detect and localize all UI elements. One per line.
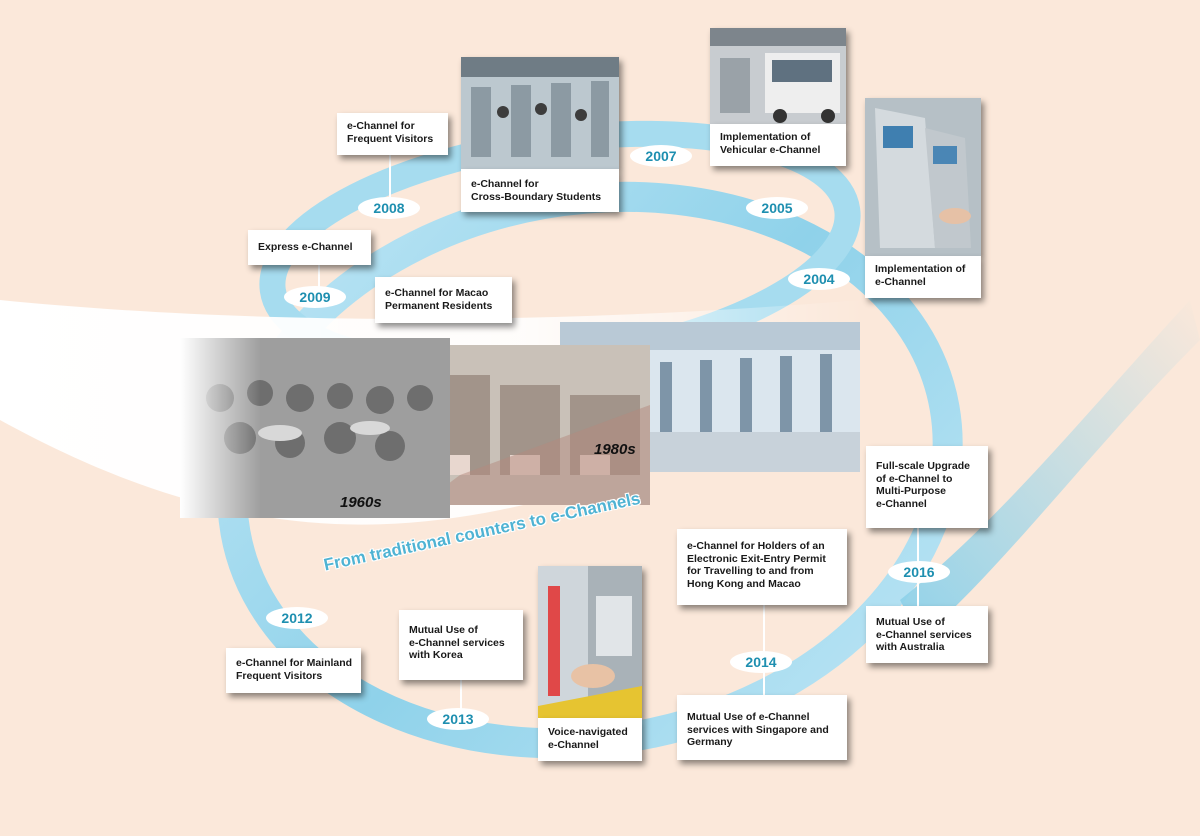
milestone-express: Express e-Channel	[248, 230, 371, 265]
milestone-text: Mutual Use of e-Channel services with Si…	[687, 711, 829, 748]
era-label-1980s: 1980s	[594, 441, 636, 458]
kiosk-photo	[865, 98, 981, 256]
milestone-text: e-Channel for Cross-Boundary Students	[471, 178, 602, 203]
milestone-text: Full-scale Upgrade of e-Channel to Multi…	[876, 460, 970, 510]
milestone-macao: e-Channel for Macao Permanent Residents	[375, 277, 512, 323]
milestone-implementation: Implementation of e-Channel	[865, 256, 981, 298]
year-badge-2013: 2013	[427, 708, 489, 730]
milestone-upgrade: Full-scale Upgrade of e-Channel to Multi…	[866, 446, 988, 528]
era-label-1960s: 1960s	[340, 494, 382, 511]
connector-2008	[389, 155, 391, 197]
milestone-text: Mutual Use of e-Channel services with Ko…	[409, 624, 505, 661]
year-badge-2012: 2012	[266, 607, 328, 629]
milestone-cross-boundary: e-Channel for Cross-Boundary Students	[461, 169, 619, 212]
hall-1960-photo	[180, 338, 450, 518]
milestone-singapore-germany: Mutual Use of e-Channel services with Si…	[677, 695, 847, 760]
milestone-text: e-Channel for Holders of an Electronic E…	[687, 540, 826, 590]
milestone-voice: Voice-navigated e-Channel	[538, 718, 642, 761]
milestone-text: Mutual Use of e-Channel services with Au…	[876, 616, 972, 653]
milestone-text: Voice-navigated e-Channel	[548, 726, 628, 751]
milestone-text: e-Channel for Mainland Frequent Visitors	[236, 657, 353, 682]
milestone-text: Implementation of Vehicular e-Channel	[720, 131, 821, 156]
milestone-exit-entry: e-Channel for Holders of an Electronic E…	[677, 529, 847, 605]
hall-1980-photo	[420, 345, 650, 505]
students-gate-photo	[461, 57, 619, 169]
milestone-text: e-Channel for Macao Permanent Residents	[385, 287, 493, 312]
milestone-text: Express e-Channel	[258, 241, 353, 253]
milestone-australia: Mutual Use of e-Channel services with Au…	[866, 606, 988, 663]
year-badge-2009: 2009	[284, 286, 346, 308]
year-badge-2016: 2016	[888, 561, 950, 583]
milestone-text: e-Channel for Frequent Visitors	[347, 120, 434, 145]
milestone-vehicular: Implementation of Vehicular e-Channel	[710, 124, 846, 166]
year-badge-2007: 2007	[630, 145, 692, 167]
connector-2013	[460, 680, 462, 710]
year-badge-2004: 2004	[788, 268, 850, 290]
milestone-mainland: e-Channel for Mainland Frequent Visitors	[226, 648, 361, 693]
vehicle-photo	[710, 28, 846, 124]
year-badge-2005: 2005	[746, 197, 808, 219]
milestone-text: Implementation of e-Channel	[875, 263, 966, 288]
year-badge-2008: 2008	[358, 197, 420, 219]
voice-photo	[538, 566, 642, 718]
ring-tail	[900, 300, 1200, 640]
milestone-frequent-visitors: e-Channel for Frequent Visitors	[337, 113, 448, 155]
connector-2014	[763, 605, 765, 695]
milestone-korea: Mutual Use of e-Channel services with Ko…	[399, 610, 523, 680]
year-badge-2014: 2014	[730, 651, 792, 673]
connector-2009	[318, 265, 320, 287]
